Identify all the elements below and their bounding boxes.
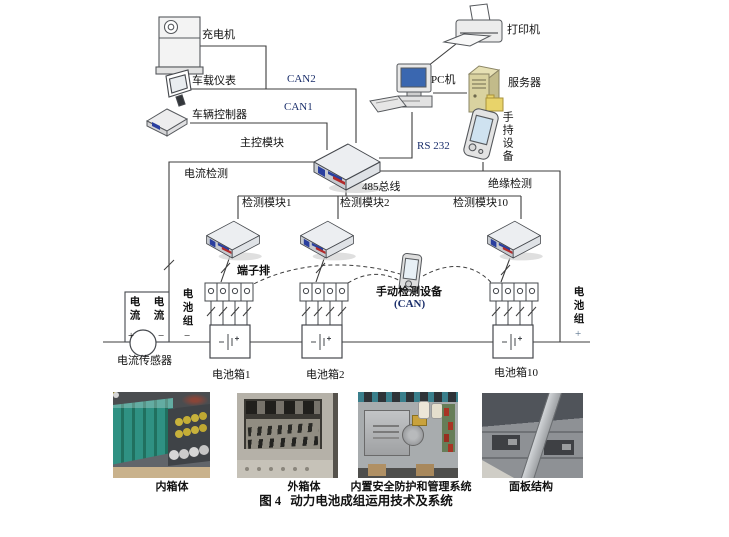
handheld-label: 手持设备 [501,111,514,163]
main-module-label: 主控模块 [240,137,284,149]
can1-line [190,122,328,150]
printer-icon [442,3,503,47]
tick-marks [163,259,537,317]
pc-printer-line [427,43,457,67]
battery-group-left-sign: − [184,330,191,342]
charger-label: 充电机 [202,29,235,41]
battery-box-2-label: 电池箱2 [306,369,345,381]
photo-label-panel-structure: 面板结构 [509,481,553,493]
connection-lines [103,43,590,343]
vehicle-controller-label: 车辆控制器 [192,109,247,121]
current-sensor-icon [129,329,157,357]
rs232-label: RS 232 [417,140,450,152]
photo-label-safety-system: 内置安全防护和管理系统 [350,481,472,493]
detect-module-2-label: 检测模块2 [340,197,390,209]
battery-box-1 [209,324,251,359]
battery-box-10 [492,324,534,359]
detect-module-2-icon [300,220,357,261]
photo-label-outer-box: 外箱体 [287,481,321,493]
current-right-sign: − [158,330,165,342]
figure-caption: 图 4 动力电池成组运用技术及系统 [259,494,453,509]
photo-label-inner-box: 内箱体 [155,481,189,493]
terminal-strip-1 [204,282,254,325]
battery-boxes [209,324,534,359]
manual-tester-icon [398,252,423,293]
current-detect-line [168,161,314,342]
handheld-device-icon [463,108,499,160]
bus485-lines [237,190,522,219]
vehicle-controller-icon [145,108,189,137]
figure-caption-title: 动力电池成组运用技术及系统 [290,494,453,508]
insulation-detect-label: 绝缘检测 [488,178,532,190]
current-left-sign: + [128,330,135,342]
can2-label: CAN2 [287,73,316,85]
current-right-label: 电流 [152,296,164,323]
dashboard-label: 车载仪表 [192,75,236,87]
current-detect-label: 电流检测 [184,168,228,180]
photo-panel-structure [482,393,583,478]
terminal-strip-10 [489,282,539,325]
manual-tester-dashed-links [247,264,495,288]
terminal-block-label: 端子排 [237,265,270,277]
detect-module-1-label: 检测模块1 [242,197,292,209]
photo-inner-box [113,392,210,478]
can2-line [191,88,357,143]
battery-box-1-label: 电池箱1 [212,369,251,381]
figure-caption-number: 图 4 [259,494,282,508]
terminal-strips [204,282,539,325]
battery-box-2 [301,324,343,359]
photo-outer-box [237,393,338,478]
insulation-line [378,170,561,342]
manual-tester-bus-label: (CAN) [394,298,426,310]
detect-module-10-icon [487,220,544,261]
bus485-label: 485总线 [362,181,401,193]
manual-tester-label: 手动检测设备 [376,286,442,298]
battery-box-10-label: 电池箱10 [494,367,538,379]
charger-icon [155,16,204,75]
current-sensor-label: 电流传感器 [117,355,172,367]
charger-link-line [200,45,267,89]
printer-label: 打印机 [507,24,540,36]
server-label: 服务器 [508,77,541,89]
pc-icon [369,63,433,113]
photo-safety-management-system [358,392,458,478]
pc-label: PC机 [431,74,456,86]
dashboard-monitor-icon [165,69,192,107]
terminal-strip-2 [299,282,349,325]
battery-group-right-sign: + [575,328,582,340]
server-icon [467,65,504,113]
rs232-line [379,112,413,159]
current-left-label: 电流 [128,296,140,323]
battery-group-right-label: 电池组 [572,286,584,327]
detect-module-1-icon [206,220,263,261]
battery-group-left-label: 电池组 [181,288,193,329]
detect-module-10-label: 检测模块10 [453,197,508,209]
can1-label: CAN1 [284,101,313,113]
